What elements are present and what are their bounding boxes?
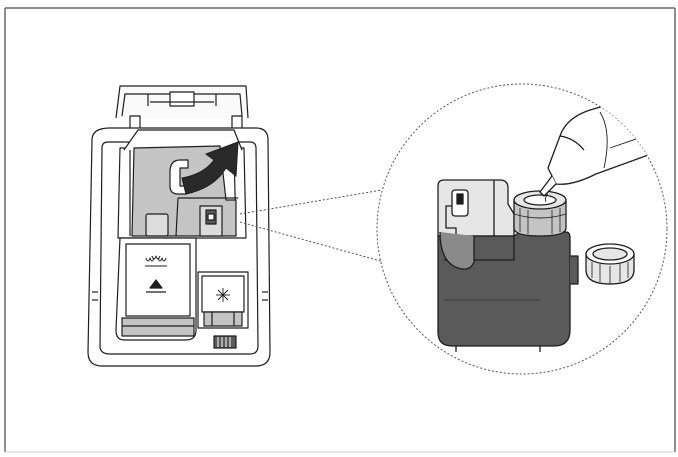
dispenser-unit — [87, 85, 271, 367]
rinse-aid-cell-icon — [437, 179, 579, 352]
dispenser-grip — [213, 335, 237, 349]
detergent-cup — [115, 237, 197, 341]
open-arrow-icon — [181, 141, 239, 195]
cell-cap-icon — [585, 243, 635, 285]
rinse-aid-door — [197, 271, 249, 329]
filling-port — [513, 190, 567, 237]
sparkle-icon — [216, 288, 230, 302]
figure-frame — [4, 7, 676, 453]
dispenser-lid-icon — [115, 85, 249, 131]
detergent-waves-icon — [145, 255, 167, 267]
